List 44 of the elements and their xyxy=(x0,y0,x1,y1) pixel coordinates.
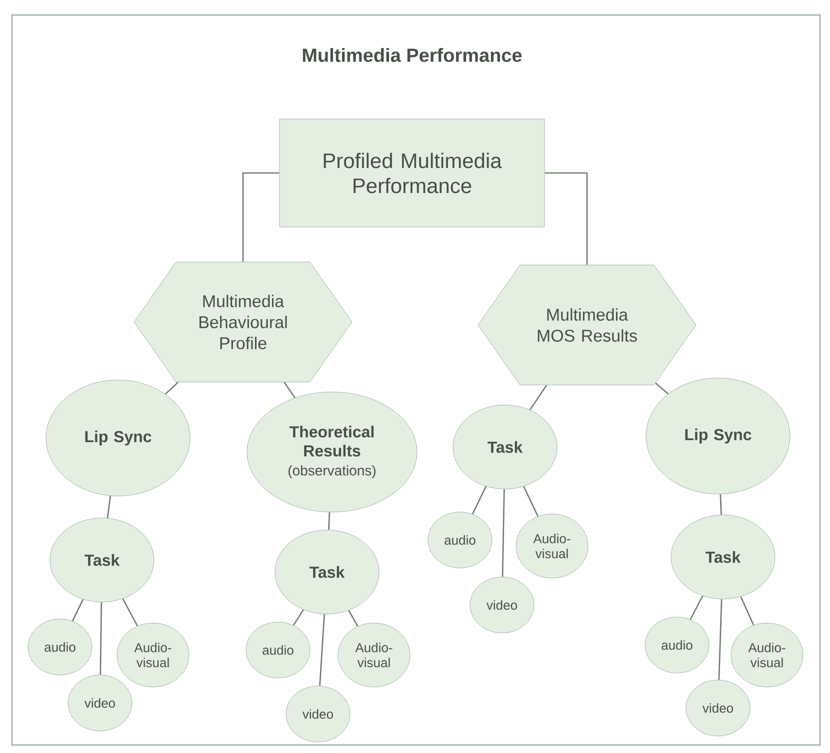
ellipse-node: audio xyxy=(644,616,710,674)
ellipse-node: audio xyxy=(246,622,310,678)
ellipse-node: Audio-visual xyxy=(116,622,190,688)
connector-line xyxy=(690,596,704,620)
connector-line xyxy=(106,496,112,518)
ellipse-node: video xyxy=(686,680,750,736)
ellipse-node: video xyxy=(470,576,534,634)
connector-line xyxy=(740,596,754,626)
ellipse-node: Task xyxy=(50,518,154,602)
hexagon-node: Multimedia Behavioural Profile xyxy=(134,262,352,382)
connector-line xyxy=(655,382,669,394)
ellipse-node: Audio-visual xyxy=(730,622,804,688)
connector-line xyxy=(529,384,548,410)
connector-line xyxy=(122,598,138,626)
ellipse-node: audio xyxy=(428,512,492,568)
ellipse-node: Theoretical Results (observations) xyxy=(246,392,418,512)
connector-line xyxy=(544,172,588,265)
connector-line xyxy=(328,512,330,530)
connector-line xyxy=(72,599,84,622)
connector-line xyxy=(242,172,280,262)
connector-line xyxy=(284,382,296,398)
ellipse-node: video xyxy=(286,686,350,742)
process-box: Profiled Multimedia Performance xyxy=(279,118,545,228)
ellipse-node: audio xyxy=(28,618,92,676)
connector-line xyxy=(292,609,304,626)
ellipse-node: Lip Sync xyxy=(646,378,790,494)
connector-line xyxy=(472,486,487,514)
connector-line xyxy=(348,610,358,627)
ellipse-node: Task xyxy=(274,530,380,614)
connector-line xyxy=(100,602,102,675)
connector-line xyxy=(164,382,179,395)
connector-line xyxy=(718,599,722,680)
ellipse-node: Task xyxy=(452,404,558,490)
hexagon-node: Multimedia MOS Results xyxy=(478,264,696,386)
connector-line xyxy=(720,494,722,515)
ellipse-node: Audio-visual xyxy=(338,622,410,688)
ellipse-node: Lip Sync xyxy=(46,380,190,496)
connector-line xyxy=(319,614,325,686)
ellipse-node: video xyxy=(68,674,132,732)
title: Multimedia Performance xyxy=(302,48,522,62)
ellipse-node: Task xyxy=(670,514,776,600)
connector-line xyxy=(523,486,539,517)
ellipse-node: Audio-visual xyxy=(516,514,588,578)
connector-line xyxy=(502,489,505,577)
